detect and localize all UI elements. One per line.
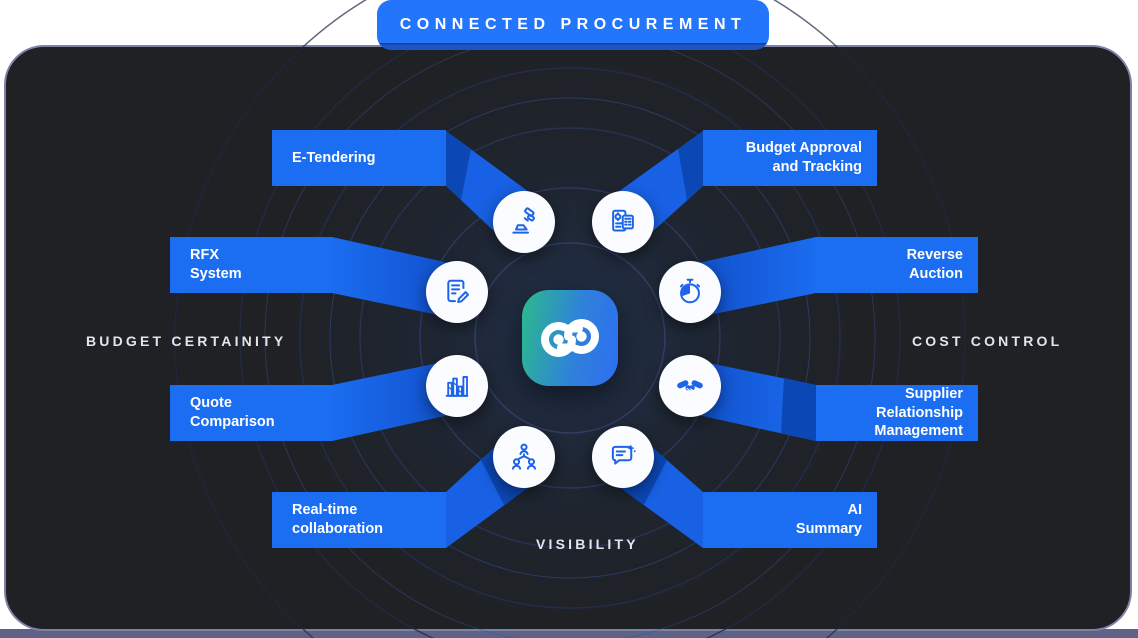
item-label: Real-time collaboration — [292, 502, 384, 537]
connected-procurement-banner: CONNECTED PROCUREMENT — [377, 0, 769, 50]
icon-circle-e-tendering — [493, 191, 555, 253]
item-label: Reverse Auction — [906, 247, 963, 282]
item-box-rfx-system: RFX System — [170, 237, 332, 293]
item-label: Budget Approval and Tracking — [745, 140, 862, 175]
connector-beam-fold — [678, 131, 703, 200]
item-label: E-Tendering — [292, 149, 376, 166]
stopwatch-icon — [679, 278, 701, 304]
icon-circle-budget-approval — [592, 191, 654, 253]
item-box-budget-approval: Budget Approval and Tracking — [703, 130, 877, 186]
procurement-app-logo-icon — [541, 319, 599, 357]
category-label-cost-control: COST CONTROL — [912, 333, 1063, 349]
ai-chat-icon — [611, 444, 636, 465]
connector-beam-fold — [781, 378, 816, 441]
bottom-strip — [0, 629, 1138, 638]
item-box-e-tendering: E-Tendering — [272, 130, 446, 186]
icon-circle-quote-comparison — [426, 355, 488, 417]
connector-beam — [698, 237, 816, 315]
icon-circle-rfx-system — [426, 261, 488, 323]
center-logo — [522, 290, 618, 386]
icon-circle-supplier-relationship — [659, 355, 721, 417]
item-label: Supplier Relationship Management — [874, 385, 963, 440]
icon-circle-realtime-collaboration — [493, 426, 555, 488]
document-edit-icon — [447, 279, 470, 303]
item-label: RFX System — [190, 247, 242, 282]
banner-label: CONNECTED PROCUREMENT — [399, 16, 747, 33]
connector-beam — [332, 363, 449, 441]
icon-circle-reverse-auction — [659, 261, 721, 323]
item-label: Quote Comparison — [190, 395, 275, 430]
budget-invoice-icon — [612, 209, 634, 232]
connector-beam-fold — [446, 131, 471, 200]
connector-beam — [332, 237, 449, 315]
category-label-visibility: VISIBILITY — [536, 536, 639, 552]
item-box-realtime-collaboration: Real-time collaboration — [272, 492, 446, 548]
category-label-budget-certainity: BUDGET CERTAINITY — [86, 333, 287, 349]
bar-chart-icon — [445, 375, 469, 397]
item-label: AI Summary — [795, 502, 862, 537]
handshake-icon — [677, 380, 703, 391]
item-box-quote-comparison: Quote Comparison — [170, 385, 332, 441]
item-box-ai-summary: AI Summary — [703, 492, 877, 548]
icon-circle-ai-summary — [592, 426, 654, 488]
gavel-icon — [512, 207, 535, 234]
item-box-supplier-relationship: Supplier Relationship Management — [816, 385, 978, 441]
item-box-reverse-auction: Reverse Auction — [816, 237, 978, 293]
team-icon — [511, 443, 537, 470]
